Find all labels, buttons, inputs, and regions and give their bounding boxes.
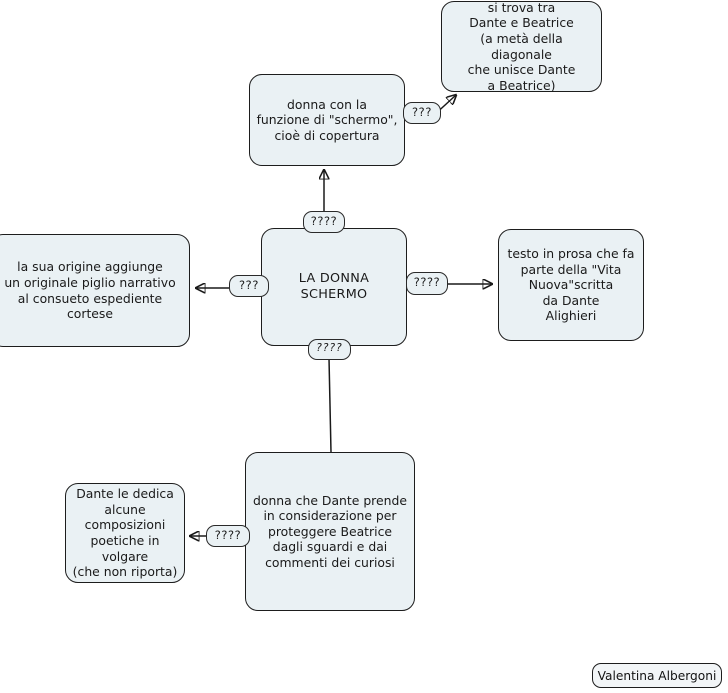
node-right[interactable]: testo in prosa che fa parte della "Vita … [498, 229, 644, 341]
node-top[interactable]: donna con la funzione di "schermo", cioè… [249, 74, 405, 166]
node-bottom-left[interactable]: Dante le dedica alcune composizioni poet… [65, 483, 185, 583]
node-top-right[interactable]: si trova tra Dante e Beatrice (a metà de… [441, 0, 602, 93]
edge-label-top[interactable]: ???? [303, 211, 345, 233]
edge-center-to-bottom [328, 357, 332, 453]
edge-label-top-right[interactable]: ??? [403, 102, 441, 124]
node-left[interactable]: la sua origine aggiunge un originale pig… [0, 234, 190, 347]
edge-label-left[interactable]: ??? [229, 275, 269, 297]
edge-label-bottom[interactable]: ???? [308, 339, 351, 360]
author-credit: Valentina Albergoni [592, 663, 722, 688]
edge-label-bottom-left[interactable]: ???? [206, 525, 250, 547]
node-center[interactable]: LA DONNA SCHERMO [261, 228, 407, 346]
edge-label-right[interactable]: ???? [406, 272, 448, 295]
node-bottom[interactable]: donna che Dante prende in considerazione… [245, 452, 415, 611]
